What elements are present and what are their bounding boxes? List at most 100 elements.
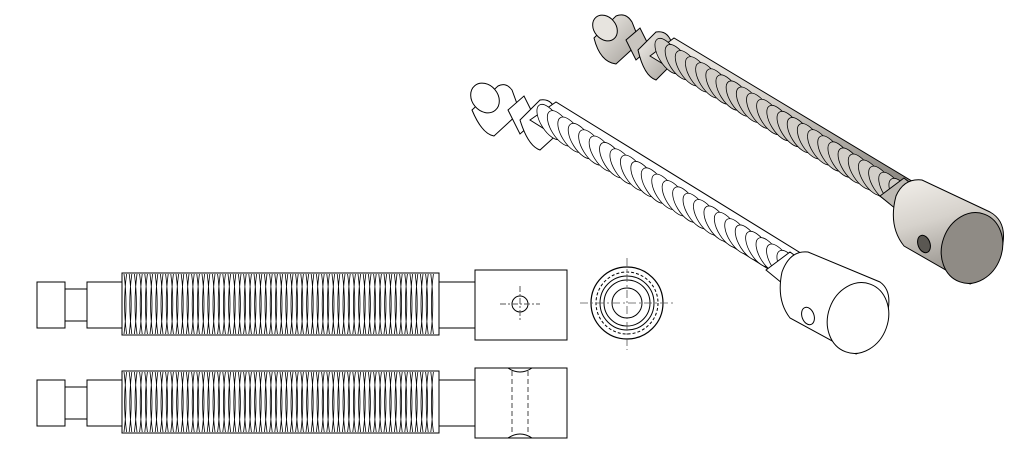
thread-stroke <box>284 273 289 335</box>
thread-stroke <box>362 273 367 335</box>
isometric-line-view <box>470 82 890 355</box>
thread-stroke <box>399 273 403 335</box>
iso-line-head-face <box>826 282 890 354</box>
thread-stroke <box>342 371 346 433</box>
thread-stroke <box>264 273 268 335</box>
thread-stroke <box>186 371 190 433</box>
thread-stroke <box>232 273 237 335</box>
thread-stroke <box>274 273 278 335</box>
thread-stroke <box>217 371 221 433</box>
thread-stroke <box>430 273 434 335</box>
thread-stroke <box>175 273 179 335</box>
thread-stroke <box>409 273 413 335</box>
iso-line-thread-rings <box>536 103 804 287</box>
thread-stroke <box>139 273 143 335</box>
thread-stroke <box>368 273 372 335</box>
thread-stroke <box>347 273 351 335</box>
thread-stroke <box>316 371 320 433</box>
thread-stroke <box>404 273 408 335</box>
thread-stroke <box>420 371 424 433</box>
thread-stroke <box>149 371 153 433</box>
thread-stroke <box>383 371 387 433</box>
thread-stroke <box>165 371 169 433</box>
thread-stroke <box>331 273 335 335</box>
bottom-end-cap <box>36 379 66 427</box>
thread-stroke <box>191 273 195 335</box>
thread-stroke <box>243 371 247 433</box>
thread-stroke <box>227 273 231 335</box>
thread-stroke <box>170 371 174 433</box>
thread-stroke <box>310 371 315 433</box>
thread-stroke <box>279 273 283 335</box>
thread-stroke <box>373 371 377 433</box>
bottom-plain-section <box>438 379 476 427</box>
thread-stroke <box>201 273 205 335</box>
thread-stroke <box>425 273 429 335</box>
thread-stroke <box>134 273 138 335</box>
thread-stroke <box>128 371 133 433</box>
thread-stroke <box>139 371 143 433</box>
thread-stroke <box>316 273 320 335</box>
thread-stroke <box>123 273 127 335</box>
front-neck <box>64 288 88 322</box>
front-plain-section <box>438 281 476 329</box>
thread-stroke <box>191 371 195 433</box>
thread-stroke <box>180 371 185 433</box>
thread-stroke <box>425 371 429 433</box>
thread-stroke <box>196 371 200 433</box>
thread-stroke <box>128 273 133 335</box>
thread-stroke <box>180 273 185 335</box>
thread-stroke <box>154 273 159 335</box>
front-shoulder <box>86 281 123 329</box>
iso-line-end-face <box>470 82 500 114</box>
thread-stroke <box>217 273 221 335</box>
thread-stroke <box>378 273 382 335</box>
thread-stroke <box>274 371 278 433</box>
bottom-neck <box>64 386 88 420</box>
bottom-thread-pattern <box>123 371 434 433</box>
thread-stroke <box>352 371 356 433</box>
thread-stroke <box>238 273 242 335</box>
thread-stroke <box>227 371 231 433</box>
thread-stroke <box>414 371 419 433</box>
thread-stroke <box>414 273 419 335</box>
thread-stroke <box>295 273 299 335</box>
thread-stroke <box>206 273 211 335</box>
thread-stroke <box>206 371 211 433</box>
iso-shaded-head-face <box>940 212 1004 284</box>
thread-stroke <box>279 371 283 433</box>
thread-stroke <box>149 273 153 335</box>
thread-stroke <box>394 371 398 433</box>
bottom-shoulder <box>86 379 123 427</box>
thread-stroke <box>321 273 325 335</box>
thread-stroke <box>222 273 226 335</box>
thread-stroke <box>186 273 190 335</box>
thread-stroke <box>154 371 159 433</box>
thread-stroke <box>238 371 242 433</box>
thread-stroke <box>144 371 148 433</box>
thread-stroke <box>253 273 257 335</box>
thread-stroke <box>243 273 247 335</box>
thread-stroke <box>222 371 226 433</box>
thread-stroke <box>331 371 335 433</box>
thread-stroke <box>326 273 330 335</box>
thread-stroke <box>196 273 200 335</box>
thread-stroke <box>290 273 294 335</box>
iso-line-head-hole <box>801 306 815 326</box>
thread-stroke <box>212 273 216 335</box>
thread-stroke <box>420 273 424 335</box>
thread-stroke <box>144 273 148 335</box>
thread-stroke <box>300 273 304 335</box>
bottom-hole-silhouette <box>507 367 533 439</box>
thread-stroke <box>284 371 289 433</box>
thread-stroke <box>399 371 403 433</box>
thread-stroke <box>388 371 393 433</box>
thread-stroke <box>336 371 341 433</box>
thread-stroke <box>357 273 361 335</box>
iso-line-end-cap <box>471 84 521 137</box>
thread-stroke <box>326 371 330 433</box>
thread-stroke <box>300 371 304 433</box>
thread-stroke <box>170 273 174 335</box>
thread-stroke <box>404 371 408 433</box>
